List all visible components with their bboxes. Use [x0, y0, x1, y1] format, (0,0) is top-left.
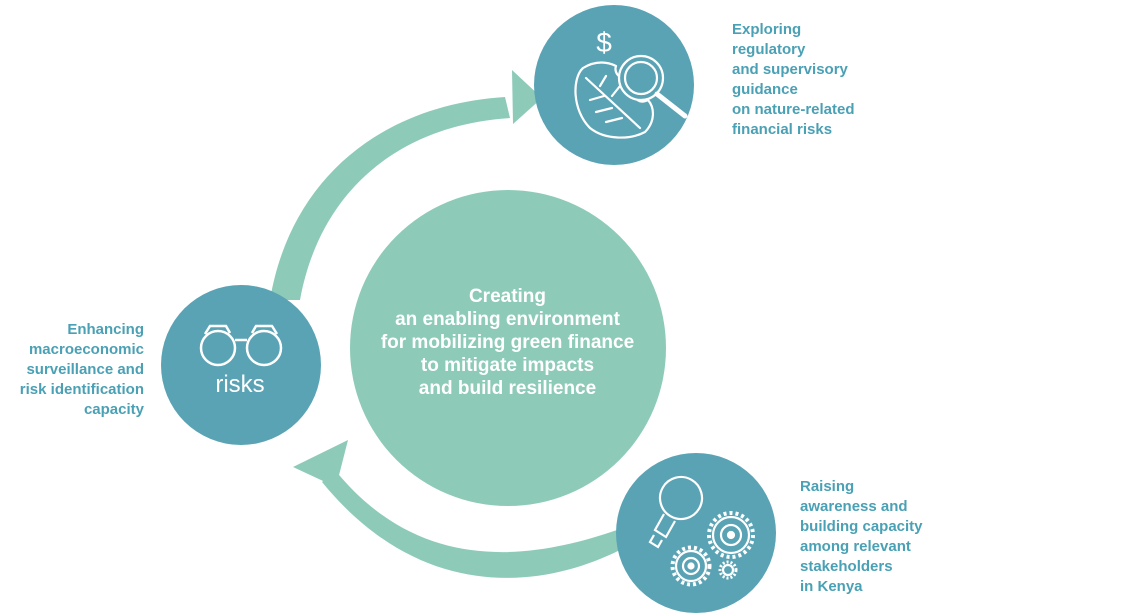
- dollar-symbol: $: [596, 27, 612, 58]
- label-line: financial risks: [732, 121, 833, 138]
- node-left: [161, 285, 321, 445]
- center-line: for mobilizing green finance: [380, 332, 635, 353]
- label-line: stakeholders: [800, 558, 893, 575]
- label-line: awareness and: [800, 498, 908, 515]
- label-line: and supervisory: [732, 61, 848, 78]
- label-line: Exploring: [732, 21, 802, 38]
- label-line: risk identification: [19, 381, 144, 398]
- label-bottom: Raising awareness and building capacity …: [800, 477, 923, 597]
- lightbulb-gears-icon: [648, 475, 755, 587]
- binoculars-icon: [199, 324, 283, 367]
- arrow-left-to-top: [270, 70, 542, 300]
- label-line: Raising: [800, 478, 855, 495]
- center-line: Creating: [468, 286, 547, 307]
- label-line: Enhancing: [67, 321, 144, 338]
- leaf-magnifier-dollar-icon: [574, 54, 688, 139]
- node-bottom: [616, 453, 776, 613]
- arrow-head-top: [512, 70, 542, 124]
- label-line: surveillance and: [26, 361, 144, 378]
- node-top: $: [534, 5, 694, 165]
- label-line: in Kenya: [800, 578, 863, 595]
- arrow-head-left: [293, 440, 348, 487]
- label-line: guidance: [732, 81, 798, 98]
- node-bottom-circle: [616, 453, 776, 613]
- label-top: Exploring regulatory and supervisory gui…: [732, 20, 855, 140]
- arrow-bottom-to-left: [293, 440, 620, 578]
- center-circle: [350, 190, 666, 506]
- center-line: and build resilience: [418, 378, 597, 399]
- label-line: among relevant: [800, 538, 911, 555]
- label-line: regulatory: [732, 41, 806, 58]
- center-circle-text: Creating an enabling environment for mob…: [355, 285, 660, 400]
- node-top-circle: [534, 5, 694, 165]
- label-line: capacity: [83, 401, 144, 418]
- label-line: building capacity: [800, 518, 923, 535]
- center-line: an enabling environment: [395, 309, 620, 330]
- label-line: macroeconomic: [28, 341, 144, 358]
- center-line: to mitigate impacts: [420, 355, 595, 376]
- label-line: on nature-related: [732, 101, 855, 118]
- risks-icon-text: risks: [215, 371, 265, 398]
- node-left-circle: [161, 285, 321, 445]
- label-left: Enhancing macroeconomic surveillance and…: [0, 320, 144, 420]
